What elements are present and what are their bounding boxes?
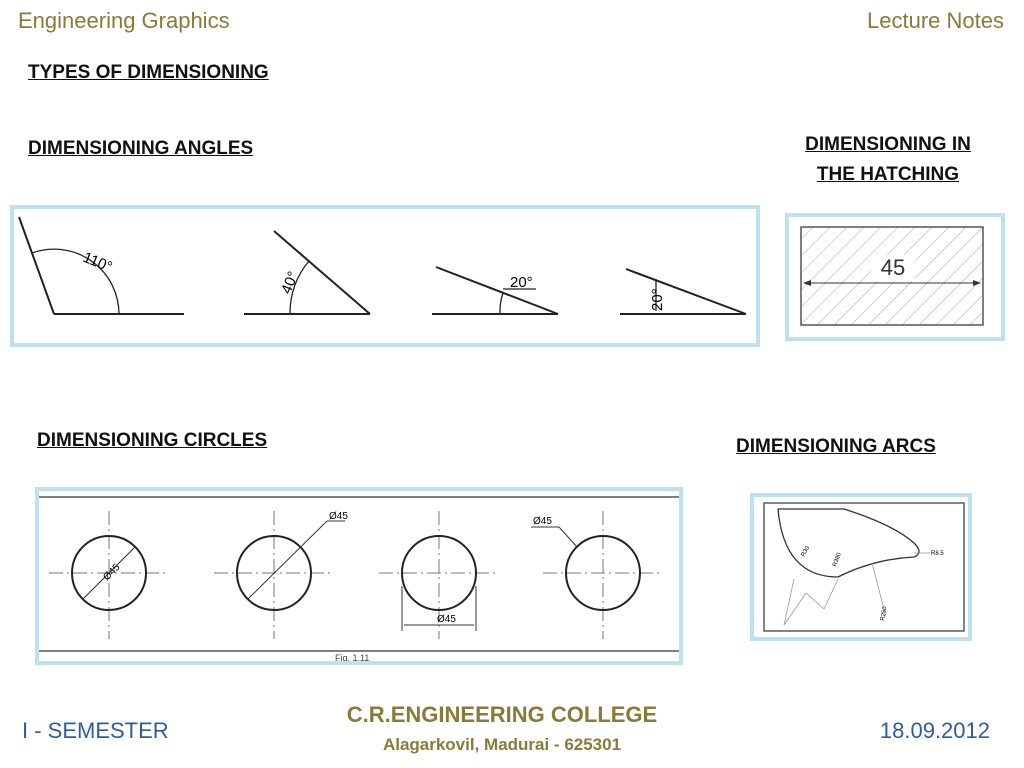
hatching-heading-line1: DIMENSIONING IN	[805, 134, 971, 155]
circles-drawing: Ø45 Ø45 Ø45 Ø45 Fig. 1.11	[39, 496, 679, 663]
footer-date: 18.09.2012	[879, 718, 990, 743]
footer-college: C.R.ENGINEERING COLLEGE	[346, 702, 658, 727]
hatching-heading: DIMENSIONING IN THE HATCHING	[770, 130, 1006, 190]
angles-drawing: 110° 40° 20° 20°	[18, 216, 747, 315]
header-right: Lecture Notes	[867, 8, 1004, 33]
angle-label-40: 40°	[278, 269, 302, 296]
angle-label-20a: 20°	[510, 274, 533, 291]
circle-dim-2: Ø45	[329, 511, 348, 522]
hatching-dim-label: 45	[881, 255, 905, 280]
arcs-figure: R30 R380 R8.5 R250	[750, 493, 972, 641]
header-left: Engineering Graphics	[18, 8, 230, 33]
arc-dim-r380: R380	[832, 552, 843, 568]
angles-figure: 110° 40° 20° 20°	[10, 205, 760, 347]
arc-dim-r85: R8.5	[931, 551, 944, 557]
footer-semester: I - SEMESTER	[22, 718, 169, 743]
types-heading: TYPES OF DIMENSIONING	[28, 62, 269, 83]
hatching-heading-line2: THE HATCHING	[816, 164, 960, 185]
angle-label-20b: 20°	[649, 288, 666, 311]
circle-dim-3: Ø45	[437, 614, 456, 625]
footer-address: Alagarkovil, Madurai - 625301	[382, 735, 622, 754]
circles-caption: Fig. 1.11	[335, 653, 369, 661]
angle-label-110: 110°	[81, 249, 115, 276]
hatching-figure: 45	[785, 213, 1005, 341]
arcs-heading: DIMENSIONING ARCS	[736, 436, 936, 457]
hatching-drawing: 45	[800, 226, 984, 326]
circles-heading: DIMENSIONING CIRCLES	[37, 430, 268, 451]
angles-heading: DIMENSIONING ANGLES	[28, 138, 254, 159]
circle-dim-4: Ø45	[533, 516, 552, 527]
arc-dim-r250: R250	[880, 606, 889, 622]
circles-figure: Ø45 Ø45 Ø45 Ø45 Fig. 1.11	[35, 487, 683, 665]
circle-dim-1: Ø45	[101, 562, 122, 583]
arc-dim-r30: R30	[801, 545, 812, 558]
arcs-drawing: R30 R380 R8.5 R250	[763, 502, 965, 632]
